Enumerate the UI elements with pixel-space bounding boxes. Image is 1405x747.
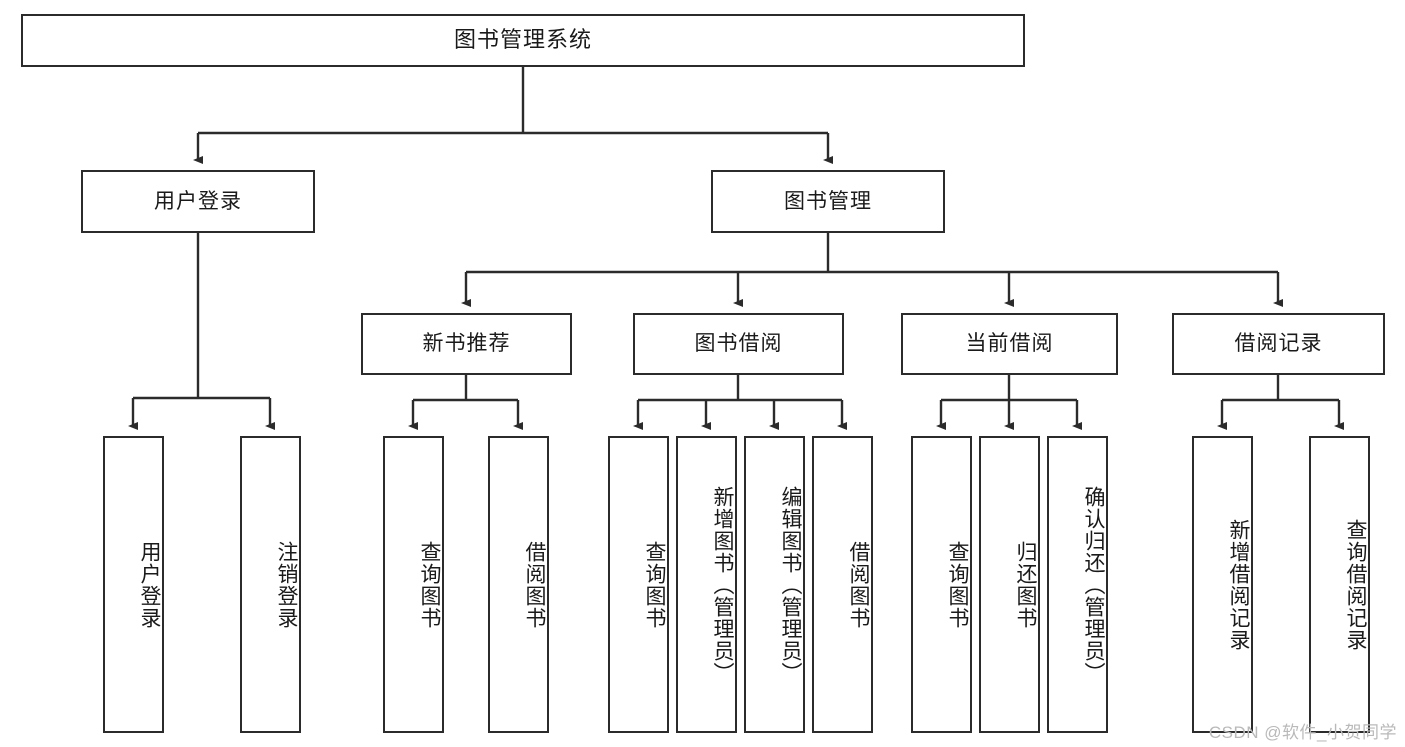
node-new-book-recommend[interactable]: 新书推荐 [361,313,572,375]
node-leaf-user-login-label: 用户登录 [138,540,161,629]
node-leaf-borrow-book-2-label: 借阅图书 [847,540,870,629]
node-leaf-confirm-return-admin-label: 确认归还（管理员） [1082,485,1105,684]
node-leaf-query-book-3[interactable]: 查询图书 [911,436,972,733]
node-leaf-add-book-admin[interactable]: 新增图书（管理员） [676,436,737,733]
node-leaf-query-book-1-label: 查询图书 [418,540,441,629]
node-leaf-add-book-admin-label: 新增图书（管理员） [711,485,734,684]
node-borrow-record[interactable]: 借阅记录 [1172,313,1385,375]
node-leaf-query-book-3-label: 查询图书 [946,540,969,629]
node-leaf-query-record-label: 查询借阅记录 [1344,518,1367,651]
node-book-manage[interactable]: 图书管理 [711,170,945,233]
node-leaf-user-login[interactable]: 用户登录 [103,436,164,733]
node-leaf-logout-label: 注销登录 [275,540,298,629]
node-leaf-query-record[interactable]: 查询借阅记录 [1309,436,1370,733]
node-leaf-add-record-label: 新增借阅记录 [1227,518,1250,651]
node-leaf-borrow-book-1-label: 借阅图书 [523,540,546,629]
node-leaf-query-book-1[interactable]: 查询图书 [383,436,444,733]
node-leaf-borrow-book-1[interactable]: 借阅图书 [488,436,549,733]
node-leaf-confirm-return-admin[interactable]: 确认归还（管理员） [1047,436,1108,733]
node-root[interactable]: 图书管理系统 [21,14,1025,67]
node-user-login[interactable]: 用户登录 [81,170,315,233]
node-current-borrow[interactable]: 当前借阅 [901,313,1118,375]
node-book-borrow[interactable]: 图书借阅 [633,313,844,375]
node-leaf-add-record[interactable]: 新增借阅记录 [1192,436,1253,733]
node-leaf-logout[interactable]: 注销登录 [240,436,301,733]
node-leaf-return-book[interactable]: 归还图书 [979,436,1040,733]
node-leaf-edit-book-admin[interactable]: 编辑图书（管理员） [744,436,805,733]
node-leaf-query-book-2[interactable]: 查询图书 [608,436,669,733]
node-leaf-return-book-label: 归还图书 [1014,540,1037,629]
node-leaf-query-book-2-label: 查询图书 [643,540,666,629]
node-leaf-edit-book-admin-label: 编辑图书（管理员） [779,485,802,684]
node-leaf-borrow-book-2[interactable]: 借阅图书 [812,436,873,733]
